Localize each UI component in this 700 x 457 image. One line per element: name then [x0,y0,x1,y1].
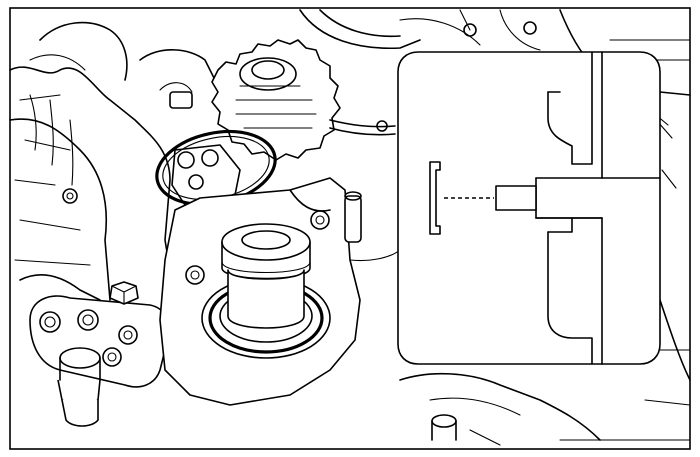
engine-block-left [9,21,176,301]
bolt-upper [109,281,139,305]
seal-cross-section [429,161,494,235]
wire-harness [329,119,396,136]
detail-inset [397,51,661,365]
figure-frame [9,7,691,450]
right-background-parts [399,299,691,446]
bolt-lower [57,347,101,427]
pump-gear [211,39,341,161]
sleeve-pipe [221,223,311,329]
bolt-bottom-right [431,414,457,441]
